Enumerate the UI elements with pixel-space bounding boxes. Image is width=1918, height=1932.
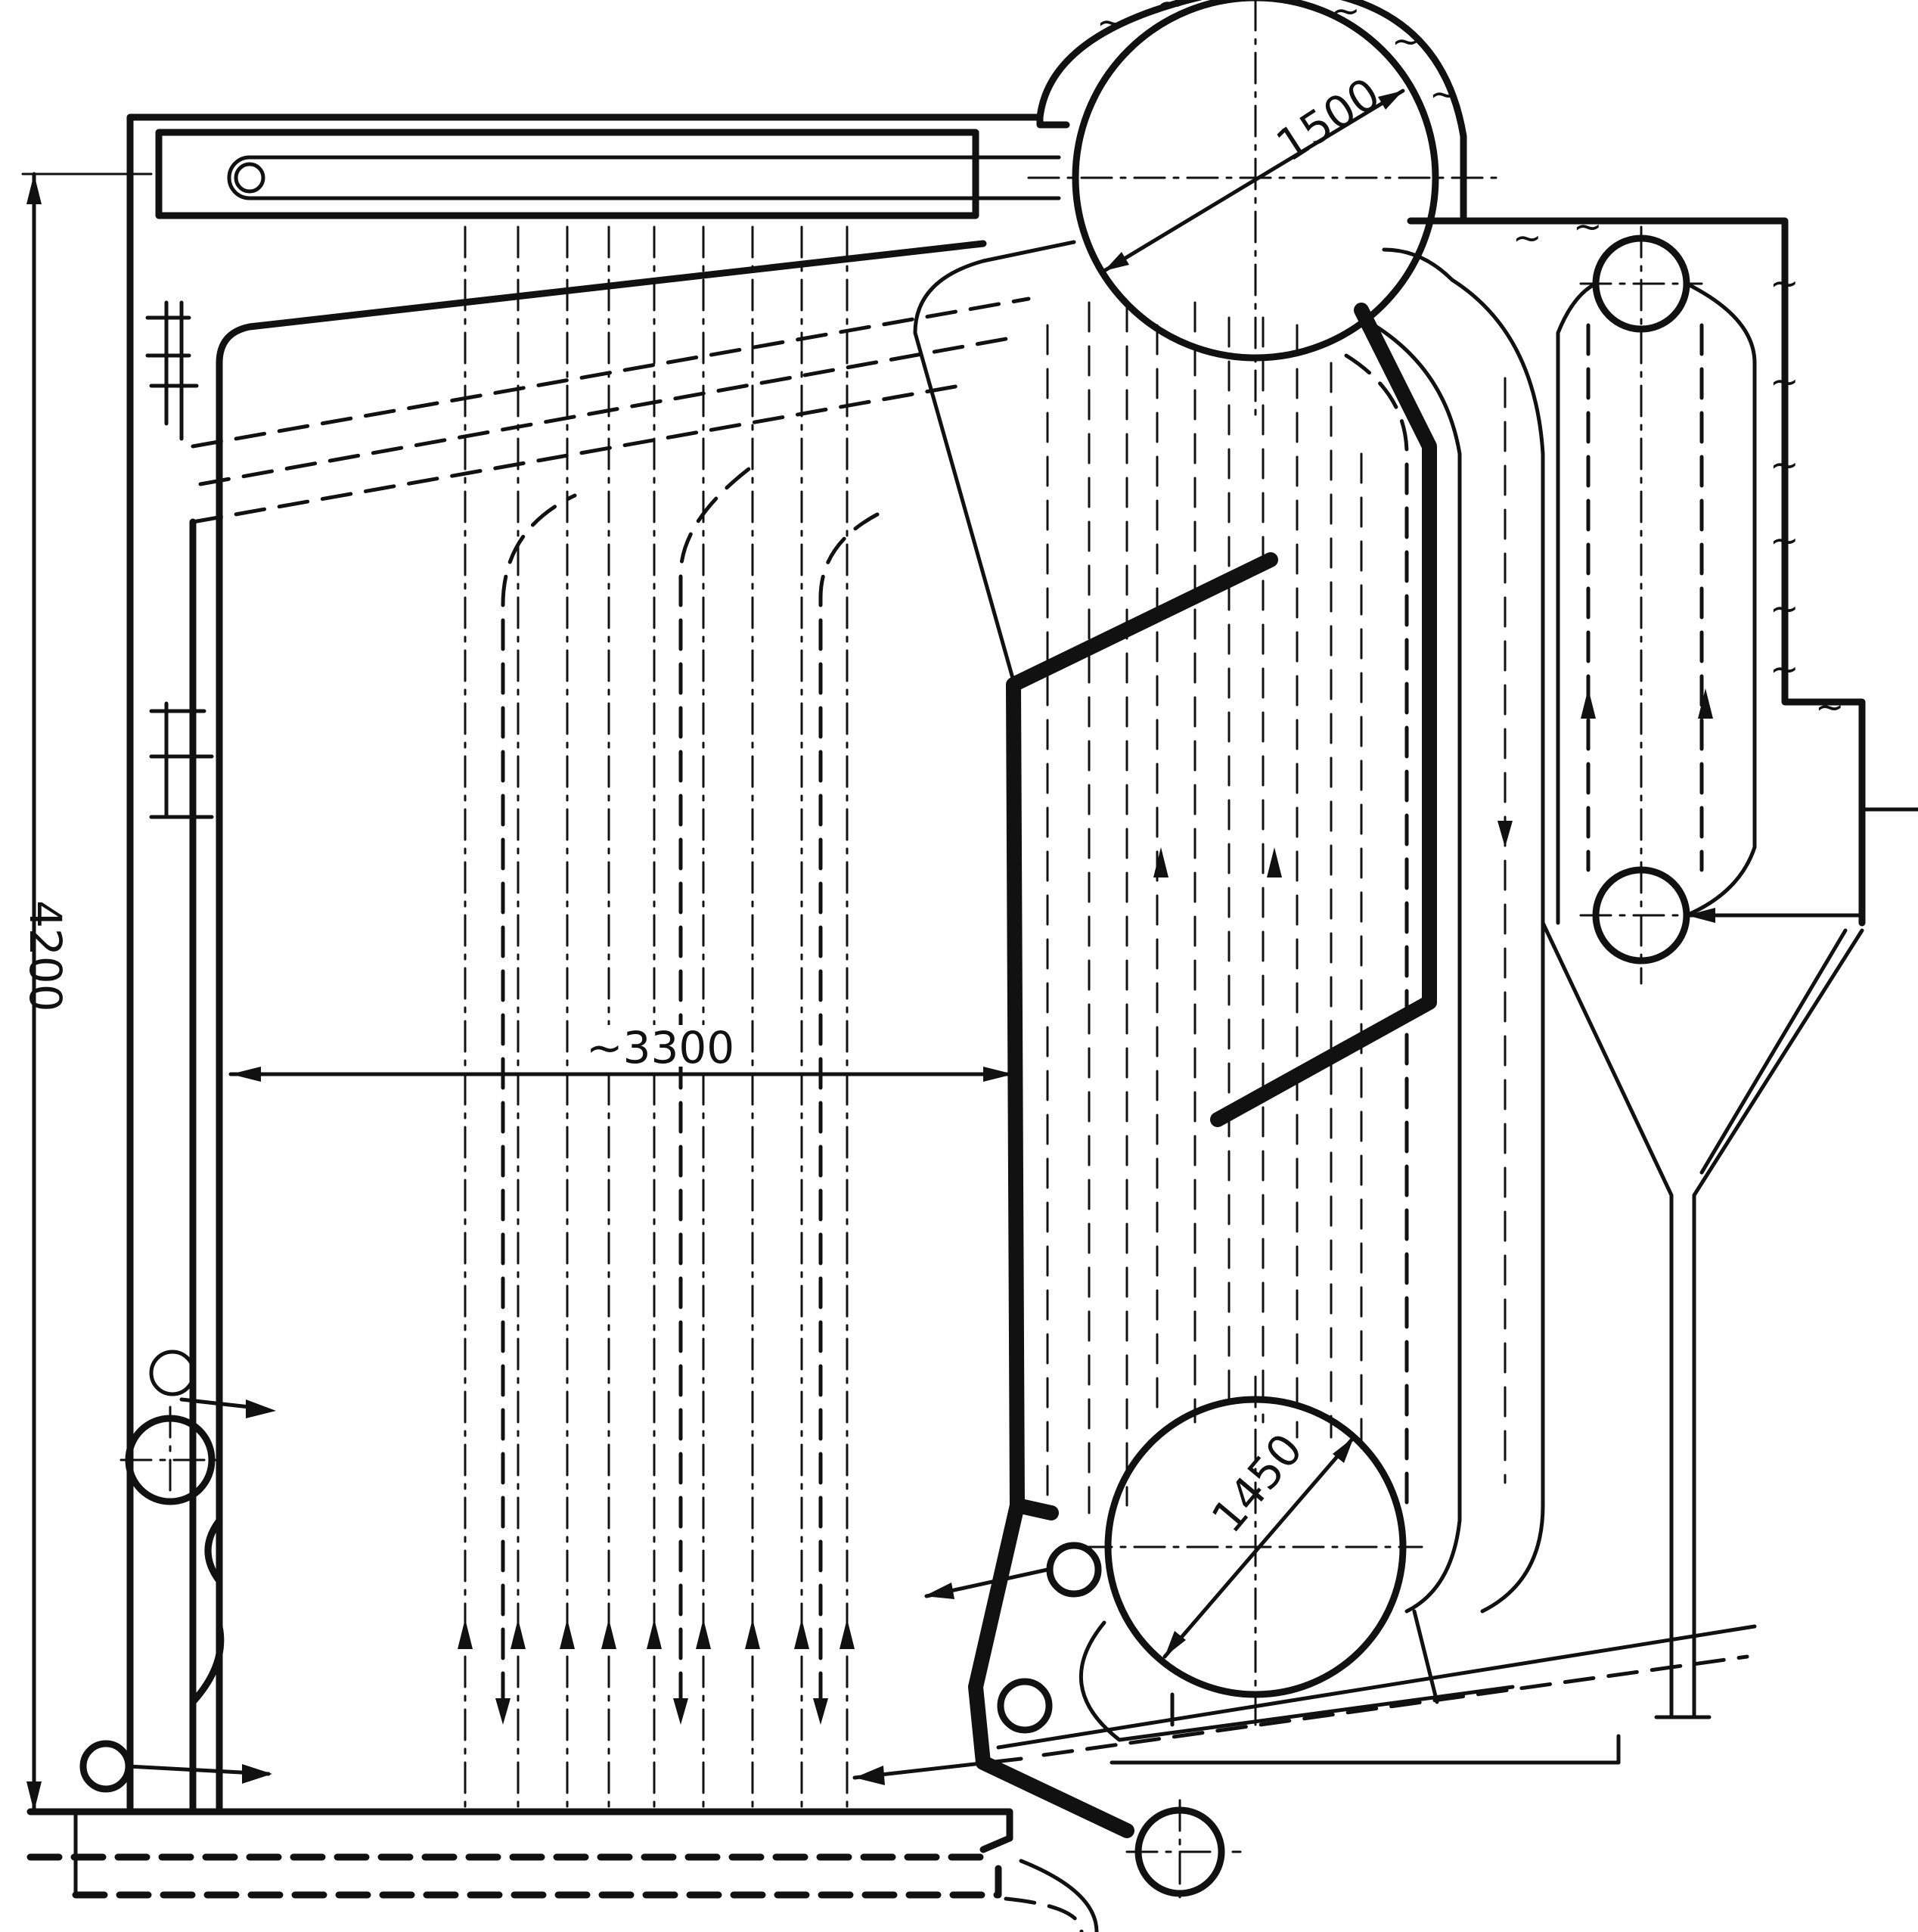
bottom-duct [996,1624,1757,1932]
wall-fittings [145,300,214,834]
upper-drum-diameter-label: 1500 [1268,67,1389,171]
superheater-box [155,129,1061,219]
boiler-casing [26,113,1918,1899]
flow-arrows [458,688,1713,1725]
furnace-tube-lines [464,225,880,1813]
svg-text:~: ~ [1770,262,1799,303]
svg-text:~: ~ [1157,0,1187,23]
svg-text:~: ~ [1770,361,1799,402]
width-dimension: ~3300 [228,1022,1016,1082]
svg-text:~: ~ [1573,206,1603,247]
height-dimension: 4200 [0,172,153,1814]
svg-text:~: ~ [1513,217,1542,258]
svg-text:~: ~ [1770,444,1799,485]
gas-baffles [968,303,1437,1838]
svg-text:~: ~ [1429,73,1459,114]
economiser: ~ ~ ~ ~ ~ ~ ~ [1541,225,1864,1719]
height-dimension-label: 4200 [20,900,71,1012]
upper-drum: 1500 ~ ~ ~ ~ ~ ~ ~ [1027,0,1603,425]
lower-drum: 1450 [1079,1375,1515,1742]
svg-text:~: ~ [1097,2,1126,42]
width-dimension-label: ~3300 [586,1022,734,1073]
convection-zone-outline [913,240,1545,1614]
svg-text:~: ~ [1770,520,1799,561]
svg-text:~: ~ [1392,20,1421,61]
svg-text:~: ~ [1815,686,1845,727]
headers [79,1350,1242,1908]
svg-text:~: ~ [1331,0,1361,31]
svg-text:~: ~ [1770,648,1799,689]
lower-drum-diameter-label: 1450 [1202,1424,1313,1542]
svg-text:~: ~ [1770,588,1799,629]
